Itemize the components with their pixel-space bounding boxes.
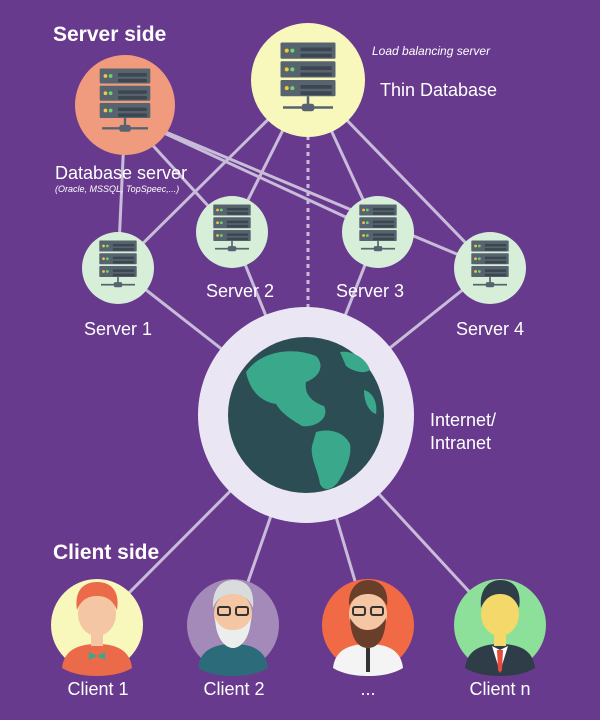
server-4-node <box>454 232 526 304</box>
load-balancer-node <box>251 23 365 137</box>
server-3-node <box>342 196 414 268</box>
server-side-heading: Server side <box>53 23 167 46</box>
person-avatar-icon <box>62 582 132 676</box>
database-server-node <box>75 55 175 155</box>
client-n-avatar <box>454 579 546 676</box>
globe-icon <box>198 307 414 523</box>
server-1-label: Server 1 <box>83 319 153 339</box>
client-1-avatar <box>51 579 143 676</box>
client-n-label: Client n <box>469 679 531 699</box>
person-avatar-icon <box>465 580 535 676</box>
database-server-sublabel: (Oracle, MSSQL, TopSpeec,...) <box>55 184 180 194</box>
client-3-avatar <box>322 579 414 676</box>
client-2-avatar <box>187 579 279 676</box>
database-server-label: Database server <box>55 163 188 183</box>
network-label-line-2: Intranet <box>430 433 492 453</box>
client-side-heading: Client side <box>53 541 160 564</box>
client-2-label: Client 2 <box>203 679 265 699</box>
server-2-node <box>196 196 268 268</box>
server-2-label: Server 2 <box>205 281 275 301</box>
thin-database-label: Thin Database <box>380 80 498 100</box>
person-avatar-icon <box>333 580 403 676</box>
client-1-label: Client 1 <box>67 679 129 699</box>
load-balancer-caption: Load balancing server <box>372 44 491 58</box>
server-1-node <box>82 232 154 304</box>
network-label-line-1: Internet/ <box>430 410 497 430</box>
client-3-label: ... <box>360 679 376 699</box>
server-4-label: Server 4 <box>455 319 525 339</box>
person-avatar-icon <box>198 580 268 676</box>
server-3-label: Server 3 <box>335 281 405 301</box>
